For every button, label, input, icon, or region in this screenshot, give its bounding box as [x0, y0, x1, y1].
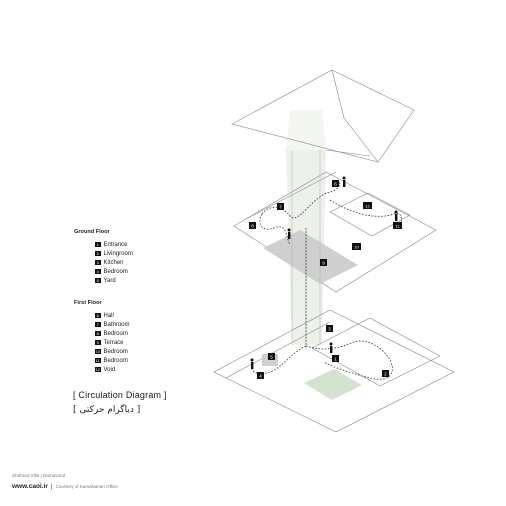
marker-9: 9	[320, 259, 327, 266]
marker-8-label: 8	[251, 224, 254, 229]
marker-2: 2	[382, 370, 389, 377]
legend-number: 4	[95, 268, 101, 275]
terrace-zone	[263, 230, 358, 284]
legend-number: 2	[95, 250, 101, 257]
legend-first-heading: First Floor	[74, 300, 102, 306]
marker-3: 3	[326, 325, 333, 332]
marker-1-label: 1	[334, 357, 337, 362]
legend-number: 6	[95, 312, 101, 319]
marker-9-label: 9	[322, 261, 325, 266]
legend-label: Yard	[103, 277, 116, 284]
legend-label: Bedroom	[103, 348, 128, 355]
diagram-title-persian: [ دیاگرام حرکتی ]	[73, 405, 141, 415]
legend-number: 1	[95, 241, 101, 248]
marker-12-label: 12	[365, 204, 370, 209]
legend-number: 12	[95, 366, 101, 373]
credits-separator: |	[50, 483, 53, 490]
legend-number: 11	[95, 357, 101, 364]
marker-8: 8	[249, 222, 256, 229]
upper-floor-plate	[233, 171, 437, 293]
legend-ground-heading: Ground Floor	[74, 229, 110, 235]
marker-2-label: 2	[384, 372, 387, 377]
marker-10-label: 10	[354, 245, 359, 250]
legend-number: 7	[95, 321, 101, 328]
legend-label: Bedroom	[103, 357, 128, 364]
legend-number: 5	[95, 277, 101, 284]
legend-label: Kitchen	[103, 259, 124, 266]
marker-5-label: 5	[270, 355, 273, 360]
courtesy-text: Courtesy of Kamalvanan Office	[55, 484, 118, 489]
marker-10: 10	[352, 243, 361, 250]
legend-number: 10	[95, 348, 101, 355]
legend-label: Entrance	[103, 241, 128, 248]
legend-label: Bathroom	[103, 321, 130, 328]
person-figure	[250, 176, 398, 369]
marker-7-label: 7	[279, 205, 282, 210]
roof-plane	[231, 69, 415, 163]
marker-1: 1	[332, 355, 339, 362]
lower-floor-plate	[213, 309, 455, 433]
diagram-title: [ Circulation Diagram ]	[73, 390, 167, 400]
marker-6-label: 6	[334, 182, 337, 187]
marker-11-label: 11	[395, 224, 400, 229]
marker-3-label: 3	[328, 327, 331, 332]
legend-number: 8	[95, 330, 101, 337]
marker-7: 7	[277, 203, 284, 210]
marker-4-label: 4	[259, 374, 262, 379]
yard-zone	[304, 369, 362, 400]
light-shaft-upper	[286, 110, 326, 150]
legend-label: Hall	[103, 312, 114, 319]
site-link[interactable]: www.caoi.ir	[12, 483, 48, 490]
marker-6: 6	[332, 180, 339, 187]
legend-label: Bedroom	[103, 330, 128, 337]
credits-line: www.caoi.ir|Courtesy of Kamalvanan Offic…	[12, 483, 118, 490]
marker-12: 12	[363, 202, 372, 209]
project-caption: Shahrad Villa | Damavand	[12, 473, 66, 478]
circulation-path	[251, 181, 402, 380]
marker-11: 11	[393, 222, 402, 229]
marker-4: 4	[257, 372, 264, 379]
marker-5: 5	[268, 353, 275, 360]
legend-label: Void	[103, 366, 116, 373]
legend-number: 3	[95, 259, 101, 266]
legend-number: 9	[95, 339, 101, 346]
legend-label: Terrace	[103, 339, 124, 346]
legend-label: Livingroom	[103, 250, 133, 257]
legend-label: Bedroom	[103, 268, 128, 275]
